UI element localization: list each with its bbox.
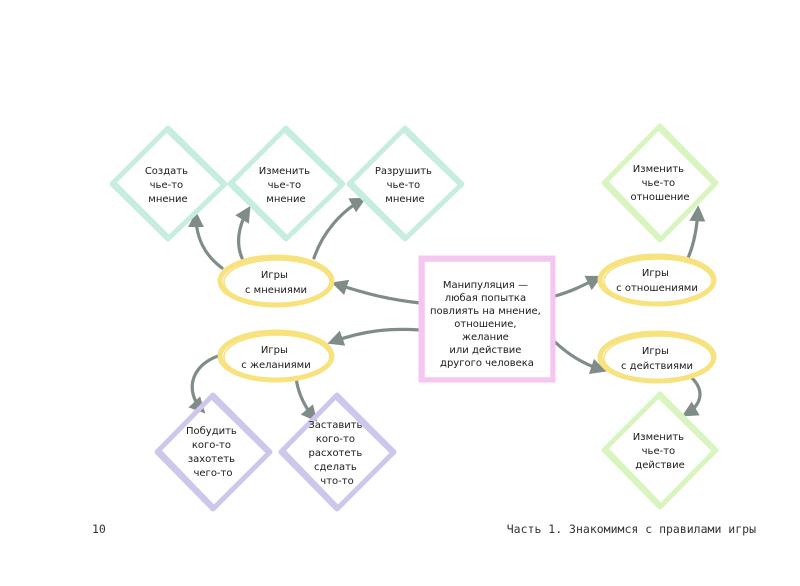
change-relation-text: Изменить чье-то отношение xyxy=(630,164,689,203)
arrow-relations-to-change xyxy=(686,205,706,260)
arrow-desires-to-make xyxy=(294,376,318,422)
games-relations-text: Игры с отношениями xyxy=(616,268,698,294)
center-definition-text: Манипуляция — любая попытка повлиять на … xyxy=(430,280,544,369)
diamond-destroy-opinion: Разрушить чье-то мнение xyxy=(346,125,465,242)
oval-games-opinions: Игры с мнениями xyxy=(217,254,335,308)
destroy-opinion-text: Разрушить чье-то мнение xyxy=(375,166,435,205)
arrow-opinions-to-create xyxy=(188,211,224,270)
diamond-change-opinion: Изменить чье-то мнение xyxy=(227,125,346,242)
change-action-text: Изменить чье-то действие xyxy=(633,432,687,471)
diamond-make-undesire: Заставить кого-то расхотеть сделать что-… xyxy=(278,392,397,512)
arrow-center-to-games-opinions xyxy=(331,279,422,305)
oval-games-actions: Игры с действиями xyxy=(597,330,717,384)
arrow-center-to-games-actions xyxy=(553,340,607,375)
arrow-center-to-games-relations xyxy=(553,275,603,298)
diamond-create-opinion: Создать чье-то мнение xyxy=(109,125,228,242)
games-opinions-text: Игры с мнениями xyxy=(245,270,307,296)
induce-desire-text: Побудить кого-то захотеть чего-то xyxy=(186,426,240,479)
games-actions-text: Игры с действиями xyxy=(621,346,693,372)
arrow-opinions-to-destroy xyxy=(312,197,367,260)
connectors xyxy=(188,197,706,422)
oval-games-desires: Игры с желаниями xyxy=(217,329,335,383)
diamond-change-action: Изменить чье-то действие xyxy=(601,391,719,510)
arrow-actions-to-change xyxy=(681,376,702,417)
center-box: Манипуляция — любая попытка повлиять на … xyxy=(418,255,556,383)
page-number: 10 xyxy=(92,522,106,536)
arrow-desires-to-induce xyxy=(188,354,220,414)
change-opinion-text: Изменить чье-то мнение xyxy=(259,166,313,205)
games-desires-text: Игры с желаниями xyxy=(241,345,310,371)
arrow-center-to-games-desires xyxy=(327,327,422,346)
make-undesire-text: Заставить кого-то расхотеть сделать что-… xyxy=(308,420,365,487)
chapter-title: Часть 1. Знакомимся с правилами игры xyxy=(506,522,756,536)
oval-games-relations: Игры с отношениями xyxy=(597,253,717,307)
diamond-induce-desire: Побудить кого-то захотеть чего-то xyxy=(154,392,273,512)
create-opinion-text: Создать чье-то мнение xyxy=(145,166,191,205)
diamond-change-relation: Изменить чье-то отношение xyxy=(601,123,719,243)
arrow-opinions-to-change xyxy=(235,205,251,260)
